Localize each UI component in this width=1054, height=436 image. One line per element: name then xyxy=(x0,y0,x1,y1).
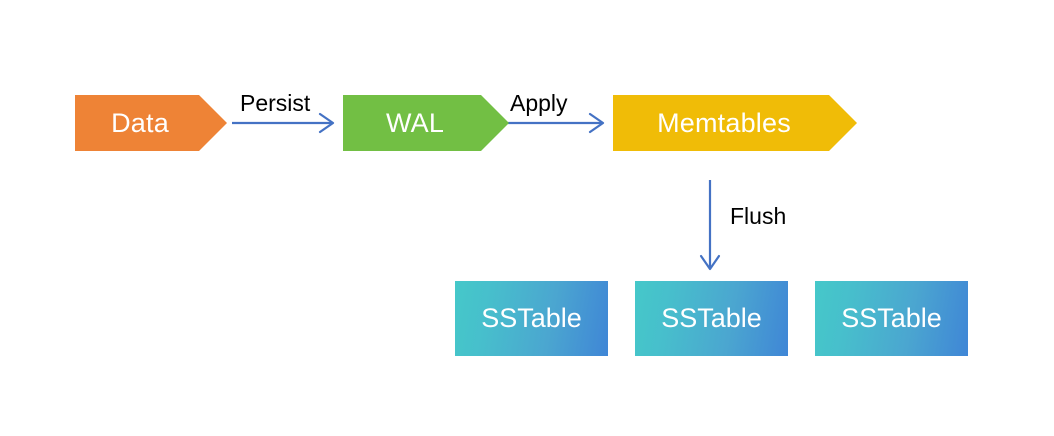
node-data-label: Data xyxy=(111,107,169,138)
node-sstable-3-label: SSTable xyxy=(841,303,942,333)
node-memtables[interactable]: Memtables xyxy=(613,95,857,151)
node-wal-label: WAL xyxy=(385,107,445,138)
connector-label-persist: Persist xyxy=(240,90,311,116)
chevron-shape-data xyxy=(75,95,227,151)
node-sstable-1[interactable]: SSTable xyxy=(455,281,608,356)
chevron-shape-memtables xyxy=(613,95,857,151)
connector-label-flush: Flush xyxy=(730,203,787,229)
node-sstable-2-label: SSTable xyxy=(661,303,762,333)
node-sstable-3[interactable]: SSTable xyxy=(815,281,968,356)
connector-flush xyxy=(699,180,721,271)
connector-label-apply: Apply xyxy=(510,90,568,116)
connector-apply xyxy=(508,112,605,134)
node-memtables-label: Memtables xyxy=(657,107,791,138)
chevron-shape-wal xyxy=(343,95,509,151)
connector-persist xyxy=(232,112,335,134)
node-sstable-1-label: SSTable xyxy=(481,303,582,333)
node-data[interactable]: Data xyxy=(75,95,227,151)
node-wal[interactable]: WAL xyxy=(343,95,509,151)
node-sstable-2[interactable]: SSTable xyxy=(635,281,788,356)
